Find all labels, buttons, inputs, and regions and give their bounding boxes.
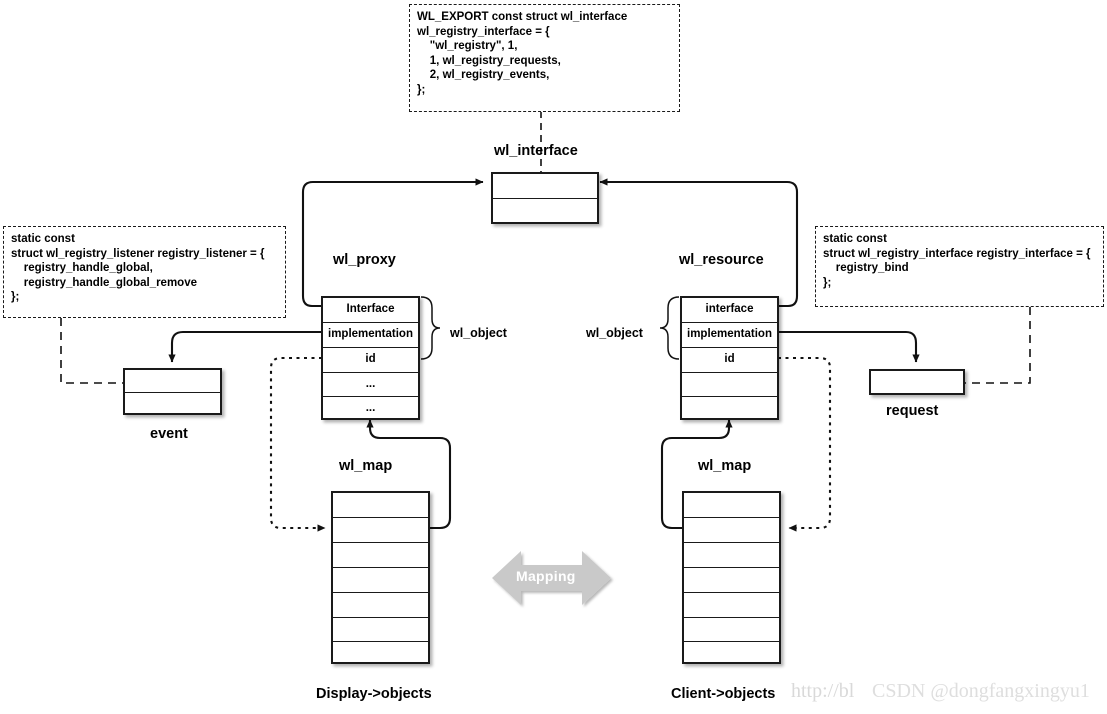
brace-left-wl-object [420, 296, 441, 360]
wl-map-left-label: wl_map [339, 458, 393, 474]
code-box-registry-interface: static const struct wl_registry_interfac… [815, 226, 1104, 307]
connector-resource-id-to-wlmap-right [778, 356, 832, 532]
wl-map-right-row-0 [684, 493, 779, 518]
wl-map-left-row-4 [333, 593, 428, 618]
wl-resource-label: wl_resource [679, 252, 764, 268]
wl-map-left-row-3 [333, 568, 428, 593]
wl-map-left-row-0 [333, 493, 428, 518]
wl-map-right-caption: Client->objects [671, 686, 776, 702]
wl-interface-row-0 [493, 174, 597, 199]
code-box-registry-listener: static const struct wl_registry_listener… [3, 226, 286, 318]
wl-proxy-table: Interface implementation id ... ... [321, 296, 420, 420]
event-row-1 [125, 393, 220, 415]
connector-leftcode-to-event [60, 318, 123, 384]
watermark-csdn: CSDN @dongfangxingyu1 [872, 680, 1090, 702]
wl-proxy-row-4: ... [365, 402, 376, 415]
wl-resource-row-implementation: implementation [682, 323, 777, 348]
wl-resource-row-id: id [682, 348, 777, 373]
event-label: event [150, 426, 188, 442]
wl-map-right-row-5 [684, 618, 779, 642]
wl-interface-row-1 [493, 199, 597, 224]
wl-resource-row-3 [682, 373, 777, 397]
connector-proxy-id-to-wlmap-left [269, 356, 326, 532]
watermark-url: http://bl [791, 680, 855, 702]
wl-map-right-row-2 [684, 543, 779, 568]
wl-proxy-row-implementation: implementation [323, 323, 418, 348]
connector-resource-interface-to-wlinterface [599, 178, 799, 308]
wl-map-left-row-2 [333, 543, 428, 568]
wl-map-left-row-1 [333, 518, 428, 543]
connector-proxy-implementation-to-event [168, 330, 322, 363]
wl-resource-table: interface implementation id [680, 296, 779, 420]
wl-resource-row-4 [682, 397, 777, 421]
connector-proxy-interface-to-wlinterface [301, 178, 484, 308]
wl-interface-label: wl_interface [494, 143, 578, 159]
wl-interface-table [491, 172, 599, 224]
code-box-wl-interface-definition: WL_EXPORT const struct wl_interface wl_r… [409, 4, 680, 112]
wl-map-right-row-1 [684, 518, 779, 543]
wl-proxy-row-interface: Interface [323, 298, 418, 323]
wl-map-left-caption: Display->objects [316, 686, 432, 702]
connector-resource-implementation-to-request [778, 330, 920, 363]
wl-object-label-right: wl_object [586, 326, 643, 340]
wl-proxy-row-id: id [323, 348, 418, 373]
mapping-label: Mapping [516, 568, 576, 584]
event-table [123, 368, 222, 415]
request-row-0 [871, 371, 963, 395]
wl-resource-row-interface: interface [682, 298, 777, 323]
wl-map-right-label: wl_map [698, 458, 752, 474]
request-table [869, 369, 965, 395]
brace-right-wl-object [659, 296, 680, 360]
wl-map-left-table [331, 491, 430, 664]
wl-proxy-row-3: ... [323, 373, 418, 397]
connector-rightcode-to-request [964, 307, 1031, 384]
event-row-0 [125, 370, 220, 393]
request-label: request [886, 403, 939, 419]
wl-map-right-table [682, 491, 781, 664]
wl-object-label-left: wl_object [450, 326, 507, 340]
wl-map-left-row-6 [333, 642, 428, 666]
wl-map-right-row-4 [684, 593, 779, 618]
wl-map-right-row-6 [684, 642, 779, 666]
wl-map-right-row-3 [684, 568, 779, 593]
wl-map-left-row-5 [333, 618, 428, 642]
wl-proxy-label: wl_proxy [333, 252, 396, 268]
